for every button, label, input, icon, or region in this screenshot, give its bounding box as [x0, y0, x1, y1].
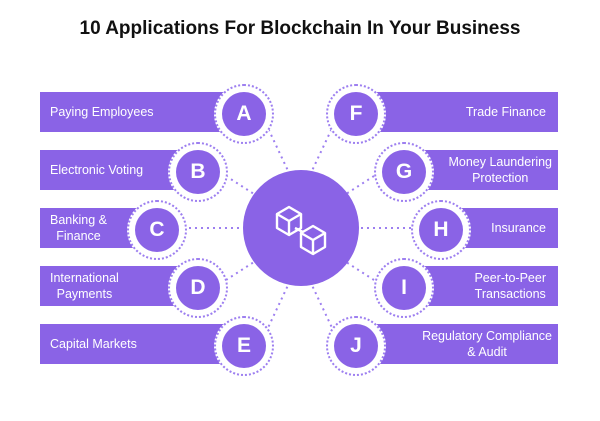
badge-e-letter: E [222, 324, 266, 368]
item-f-bar: Trade Finance [355, 92, 558, 132]
badge-b-letter: B [176, 150, 220, 194]
badge-g: G [374, 142, 434, 202]
connector-f [309, 123, 335, 176]
connector-a [265, 123, 291, 176]
item-b-label: Electronic Voting [50, 163, 144, 177]
badge-i: I [374, 258, 434, 318]
item-e-label: Capital Markets [50, 337, 137, 351]
badge-h-letter: H [419, 208, 463, 252]
badge-d-letter: D [176, 266, 220, 310]
item-i-label: Peer-to-Peer Transactions [474, 271, 546, 301]
badge-f-letter: F [334, 92, 378, 136]
item-a-bar: Paying Employees [40, 92, 245, 132]
badge-j: J [326, 316, 386, 376]
item-c-label: Banking & Finance [50, 213, 107, 243]
connector-j [309, 280, 335, 333]
connector-e [265, 280, 291, 333]
item-g-label: Money Laundering Protection [448, 155, 552, 185]
badge-e: E [214, 316, 274, 376]
item-a-label: Paying Employees [50, 105, 154, 119]
badge-a: A [214, 84, 274, 144]
badge-j-letter: J [334, 324, 378, 368]
item-e-bar: Capital Markets [40, 324, 245, 364]
item-j-bar: Regulatory Compliance & Audit [355, 324, 558, 364]
badge-i-letter: I [382, 266, 426, 310]
blockchain-cubes-icon [275, 205, 327, 256]
item-j-label: Regulatory Compliance & Audit [422, 329, 552, 359]
badge-h: H [411, 200, 471, 260]
badge-d: D [168, 258, 228, 318]
item-d-label: International Payments [50, 271, 119, 301]
badge-g-letter: G [382, 150, 426, 194]
badge-c-letter: C [135, 208, 179, 252]
item-f-label: Trade Finance [465, 105, 546, 119]
page-title: 10 Applications For Blockchain In Your B… [79, 18, 521, 39]
badge-a-letter: A [222, 92, 266, 136]
item-h-label: Insurance [491, 221, 546, 235]
center-hub [243, 170, 359, 286]
badge-f: F [326, 84, 386, 144]
badge-c: C [127, 200, 187, 260]
badge-b: B [168, 142, 228, 202]
